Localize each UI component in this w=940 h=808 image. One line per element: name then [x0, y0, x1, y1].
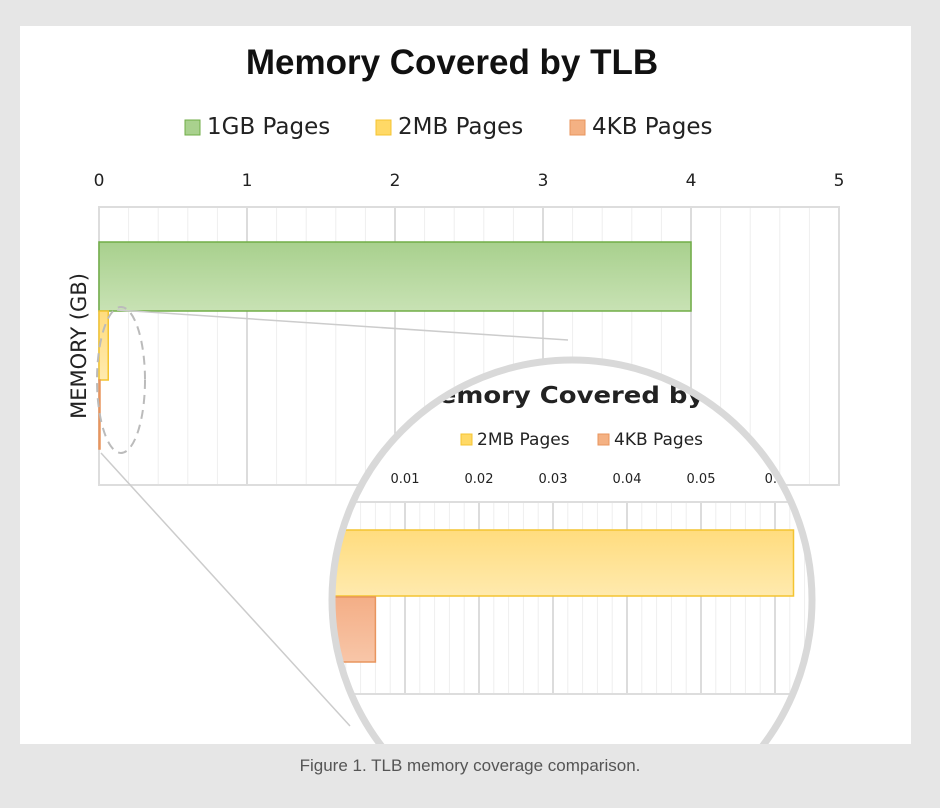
bars: [98, 241, 692, 450]
legend-swatch-1gb-pages: [184, 119, 201, 136]
zoom-x-tick-label: 0.05: [687, 472, 716, 487]
zoom-legend-label-2mb-pages: 2MB Pages: [477, 430, 570, 450]
legend-label-2mb-pages: 2MB Pages: [398, 114, 523, 140]
x-tick-label: 0: [94, 171, 105, 191]
x-tick-label: 4: [686, 171, 697, 191]
zoom-plot-area-border: [332, 501, 812, 695]
zoom-legend-swatch-2mb-pages: [460, 433, 473, 446]
zoom-x-tick-label: 0.02: [465, 472, 494, 487]
zoom-legend-swatch-4kb-pages: [597, 433, 610, 446]
zoom-bar-2mb-pages: [332, 529, 795, 597]
legend: 1GB Pages 2MB Pages 4KB Pages: [184, 114, 712, 140]
zoom-legend: 2MB Pages 4KB Pages: [460, 430, 703, 450]
zoom-y-axis-label: MEMORY (GB): [310, 549, 326, 646]
zoom-x-tick-label: 0.04: [613, 472, 642, 487]
x-tick-label: 1: [242, 171, 253, 191]
zoom-connector-bottom: [100, 452, 351, 727]
x-tick-label: 5: [834, 171, 845, 191]
legend-label-1gb-pages: 1GB Pages: [207, 114, 330, 140]
chart-canvas: Memory Covered by TLB 1GB Pages 2MB Pages…: [67, 43, 845, 744]
legend-swatch-4kb-pages: [569, 119, 586, 136]
y-axis-label: MEMORY (GB): [67, 273, 91, 419]
zoom-x-tick-label: 0.03: [539, 472, 568, 487]
chart-title: Memory Covered by TLB: [246, 43, 658, 82]
zoom-highlight-ellipse: [96, 306, 146, 454]
figure-caption: Figure 1. TLB memory coverage comparison…: [299, 756, 641, 775]
zoom-legend-label-4kb-pages: 4KB Pages: [614, 430, 703, 450]
zoom-connector-top: [116, 309, 569, 341]
bar-1gb-pages: [98, 241, 692, 312]
legend-swatch-2mb-pages: [375, 119, 392, 136]
legend-label-4kb-pages: 4KB Pages: [592, 114, 712, 140]
x-axis-ticks: 0 1 2 3 4 5: [94, 171, 845, 191]
x-tick-label: 3: [538, 171, 549, 191]
figure-panel: Memory Covered by TLB 1GB Pages 2MB Pages…: [20, 26, 911, 744]
x-tick-label: 2: [390, 171, 401, 191]
zoom-x-tick-label: 0.01: [391, 472, 420, 487]
